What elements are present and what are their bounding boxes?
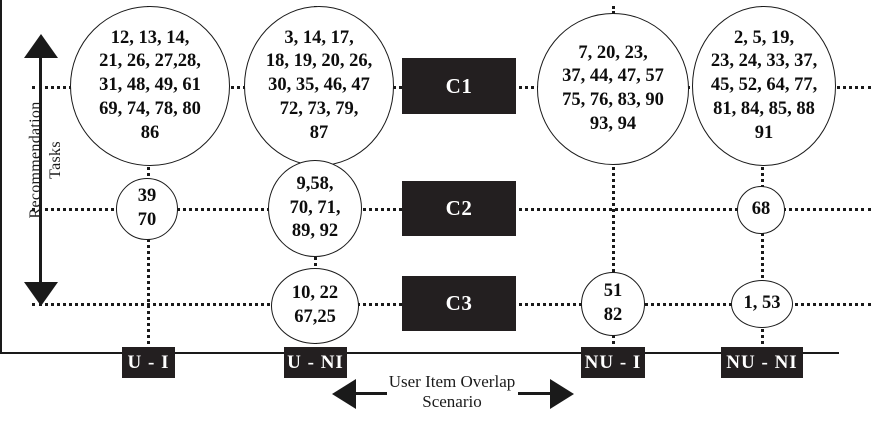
scenario-right-shaft <box>518 392 551 395</box>
bubble-c1-u-ni[interactable]: 3, 14, 17, 18, 19, 20, 26, 30, 35, 46, 4… <box>244 6 394 166</box>
y-axis-label: Recommendation Tasks <box>27 101 64 219</box>
bubble-c3-u-ni[interactable]: 10, 22 67,25 <box>271 268 359 344</box>
bubble-c1-u-i[interactable]: 12, 13, 14, 21, 26, 27,28, 31, 48, 49, 6… <box>70 6 230 166</box>
scenario-left-arrow-icon <box>332 379 356 409</box>
column-gridline-nu-i <box>612 6 615 362</box>
bubble-c1-nu-i[interactable]: 7, 20, 23, 37, 44, 47, 57 75, 76, 83, 90… <box>537 13 689 165</box>
column-gridline-nu-ni <box>761 6 764 362</box>
x-category-u-i[interactable]: U - I <box>122 347 175 378</box>
bubble-c3-nu-i[interactable]: 51 82 <box>581 272 645 336</box>
bubble-c1-nu-ni[interactable]: 2, 5, 19, 23, 24, 33, 37, 45, 52, 64, 77… <box>692 6 836 166</box>
x-category-u-ni[interactable]: U - NI <box>284 347 347 378</box>
scenario-right-arrow-icon <box>550 379 574 409</box>
x-category-nu-ni[interactable]: NU - NI <box>721 347 803 378</box>
down-arrow-icon <box>24 282 58 306</box>
center-vertical-axis <box>0 0 2 352</box>
x-axis-line <box>0 352 839 354</box>
bubble-c2-nu-ni[interactable]: 68 <box>737 186 785 234</box>
scenario-left-shaft <box>355 392 387 395</box>
bubble-c2-u-i[interactable]: 39 70 <box>116 178 178 240</box>
class-box-c2[interactable]: C2 <box>402 181 516 236</box>
up-arrow-icon <box>24 34 58 58</box>
class-box-c3[interactable]: C3 <box>402 276 516 331</box>
scenario-axis-label: User Item Overlap Scenario <box>388 372 516 412</box>
bubble-c3-nu-ni[interactable]: 1, 53 <box>731 280 793 328</box>
x-category-nu-i[interactable]: NU - I <box>581 347 645 378</box>
y-axis-shaft <box>39 52 42 304</box>
class-box-c1[interactable]: C1 <box>402 58 516 114</box>
bubble-c2-u-ni[interactable]: 9,58, 70, 71, 89, 92 <box>268 160 362 257</box>
